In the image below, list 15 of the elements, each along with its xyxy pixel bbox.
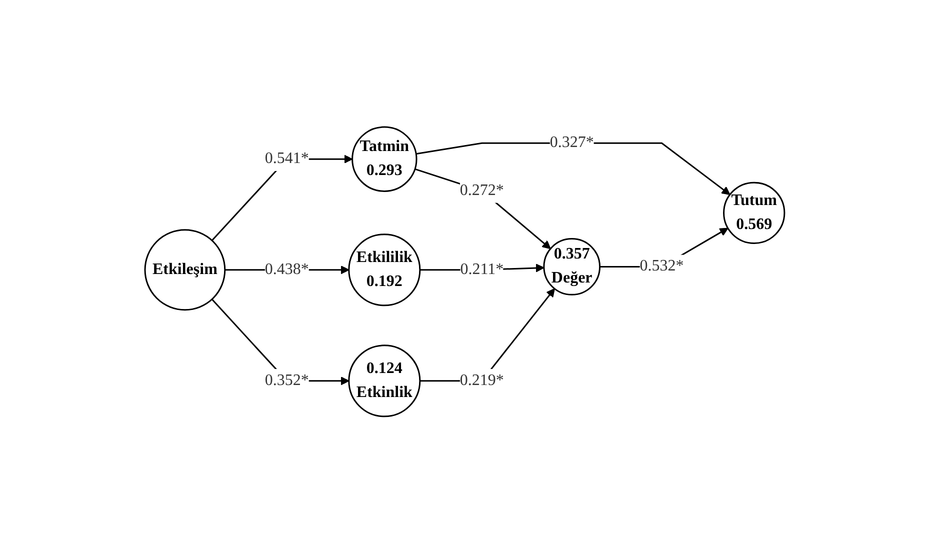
node-circle: Etkileşim (144, 228, 226, 310)
node-circle: 0.357 Değer (542, 238, 600, 296)
edge-label: 0.438* (264, 260, 309, 278)
edge-label: 0.532* (640, 258, 684, 274)
edge-label: 0.352* (264, 372, 309, 389)
arrow (414, 168, 551, 249)
node-circle: Etkililik 0.192 (348, 233, 420, 306)
edge-label: 0.327* (550, 134, 594, 151)
node-circle: Tatmin 0.293 (351, 126, 418, 192)
edge-label: 0.272* (460, 182, 504, 199)
edge-label: 0.211* (460, 260, 504, 278)
edge-label: 0.219* (460, 372, 504, 389)
node-circle: 0.124 Etkinlik (348, 344, 420, 417)
node-circle: Tutum 0.569 (722, 182, 785, 244)
edge-label: 0.541* (264, 150, 309, 167)
